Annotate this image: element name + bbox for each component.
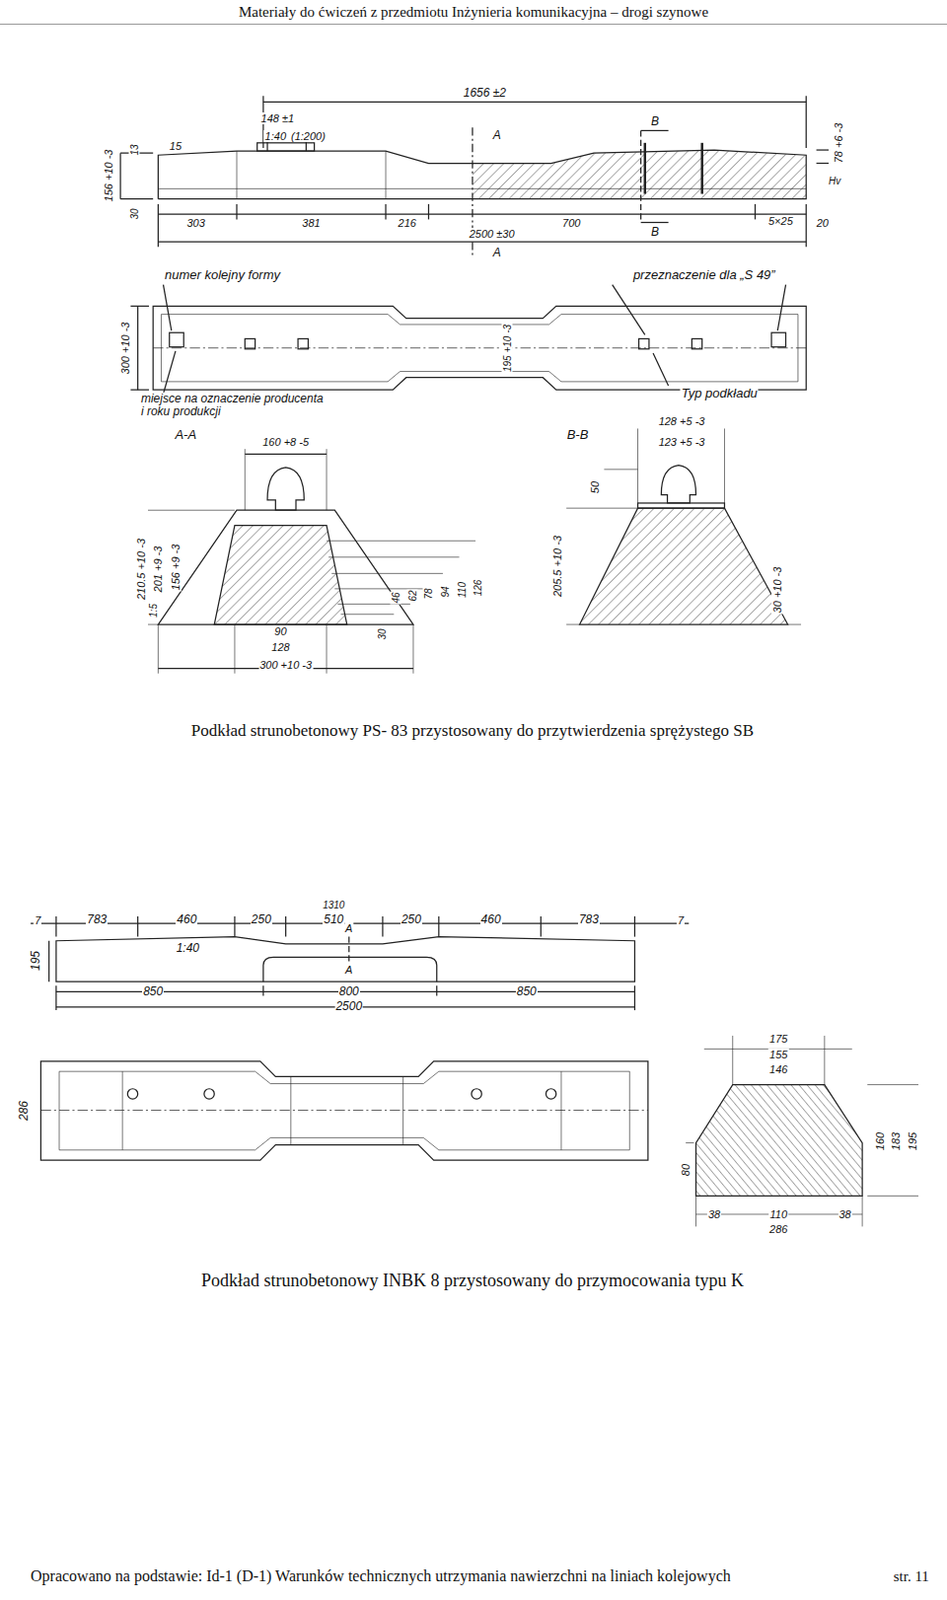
dimension-label: 286 [17,1099,31,1122]
dimension-label: 201 +9 -3 [151,545,164,594]
ps83-elevation [120,95,829,257]
dimension-label: 510 [322,914,345,928]
dimension-label: 146 [768,1063,789,1076]
dimension-label: 46 [390,591,402,605]
dimension-label: 15 [168,140,183,152]
dimension-label: 50 [588,480,601,495]
dimension-label: 38 [837,1208,852,1221]
inbk8-plan [40,1061,648,1161]
dimension-label: 205.5 +10 -3 [551,534,564,598]
dimension-label: 30 +10 -3 [771,566,784,615]
dimension-label: 156 +10 -3 [102,147,115,203]
dimension-label: 128 [270,641,291,654]
dimension-label: 300 +10 -3 [119,320,132,375]
dimension-label: 800 [338,985,361,999]
ps83-section-bb [566,428,802,625]
dimension-label: 1310 [321,898,346,910]
dimension-label: 195 [30,949,44,972]
note-text: miejsce na oznaczenie producenta i roku … [140,392,330,419]
dimension-label: 155 [768,1048,789,1061]
dimension-label: A-A [173,428,198,442]
dimension-label: 175 [768,1032,789,1045]
dimension-label: 460 [175,914,198,928]
dimension-label: 38 [707,1208,722,1221]
dimension-label: 783 [578,914,600,928]
inbk8-section [685,1035,919,1227]
page-header: Materiały do ćwiczeń z przedmiotu Inżyni… [238,3,709,21]
dimension-label: 216 [397,216,418,228]
dimension-label: Hv [827,175,842,187]
dimension-label: 195 +10 -3 [502,323,513,373]
dimension-label: numer kolejny formy [163,268,282,283]
dimension-label: 126 [472,579,484,598]
dimension-label: 7 [33,914,42,927]
dimension-label: 460 [480,914,503,928]
dimension-label: 210.5 +10 -3 [135,537,147,601]
footer-text: Opracowano na podstawie: Id-1 (D-1) Waru… [30,1567,731,1586]
dimension-label: 1:5 [147,602,159,619]
dimension-label: A [492,129,503,143]
dimension-label: 250 [400,914,423,928]
dimension-label: 303 [185,216,206,228]
dimension-label: 381 [300,216,321,228]
dimension-label: 286 [768,1222,789,1235]
dimension-label: 30 [128,208,140,221]
dimension-label: 160 +8 -5 [261,436,310,448]
dimension-label: 78 [423,587,435,601]
dimension-label: 94 [439,584,451,598]
caption-text: Podkład strunobetonowy PS- 83 przystosow… [191,721,754,740]
dimension-label: 123 +5 -3 [657,436,707,448]
dimension-label: 300 +10 -3 [258,658,313,671]
dimension-label: 700 [561,216,582,228]
ps83-plan [130,285,806,395]
header-rule [0,23,947,25]
dimension-label: 80 [679,1162,692,1176]
dimension-label: 2500 [334,1000,364,1014]
inbk8-elevation [30,916,689,1011]
dimension-label: 90 [273,625,288,638]
dimension-label: 1:40 [264,130,288,143]
dimension-label: 160 [874,1130,886,1151]
dimension-label: B-B [566,428,590,442]
dimension-label: A [344,922,354,935]
dimension-label: (1:200) [290,130,327,143]
dimension-label: 20 [815,216,830,228]
dimension-label: 850 [142,985,164,999]
dimension-label: 1:40 [175,942,201,955]
dimension-label: B [650,116,660,130]
caption-text: Podkład strunobetonowy INBK 8 przystosow… [201,1271,744,1292]
dimension-label: A [344,963,354,976]
dimension-label: 13 [128,144,140,157]
dimension-label: 250 [250,914,273,928]
dimension-label: przeznaczenie dla „S 49” [632,268,777,283]
dimension-label: A [492,246,503,260]
dimension-label: 7 [676,914,685,927]
dimension-label: 110 [769,1208,790,1221]
dimension-label: 128 +5 -3 [657,415,707,428]
caption-text: str. 11 [893,1568,930,1586]
dimension-label: Typ podkładu [680,386,759,401]
dimension-label: 156 +9 -3 [169,543,182,592]
dimension-label: 62 [406,589,418,603]
dimension-label: 195 [906,1130,919,1151]
dimension-label: 148 ±1 [260,112,296,125]
dimension-label: 183 [889,1130,902,1151]
dimension-label: B [650,225,660,239]
dimension-label: 110 [455,581,467,599]
dimension-label: 2500 ±30 [468,227,516,240]
dimension-label: 5×25 [767,215,795,227]
ps83-section-aa [147,448,476,674]
dimension-label: 783 [85,914,108,928]
dimension-label: 1656 ±2 [462,87,508,101]
dimension-label: 78 +6 -3 [832,121,845,164]
dimension-label: 850 [515,985,538,999]
dimension-label: 30 [375,628,387,642]
